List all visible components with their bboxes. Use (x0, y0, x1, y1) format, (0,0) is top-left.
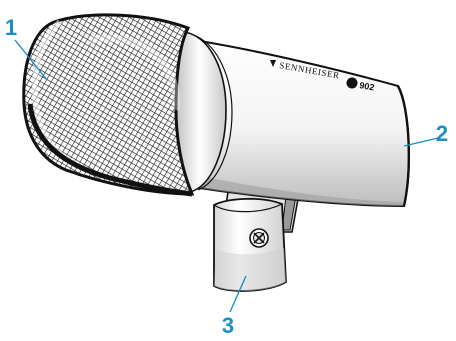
stand-mount (214, 199, 286, 291)
callout-2: 2 (436, 121, 448, 146)
grille-head (24, 15, 192, 194)
callout-3: 3 (222, 313, 234, 338)
evolution-badge-icon (347, 78, 358, 89)
callout-1: 1 (5, 15, 17, 40)
thumb-screw-icon (250, 229, 268, 247)
